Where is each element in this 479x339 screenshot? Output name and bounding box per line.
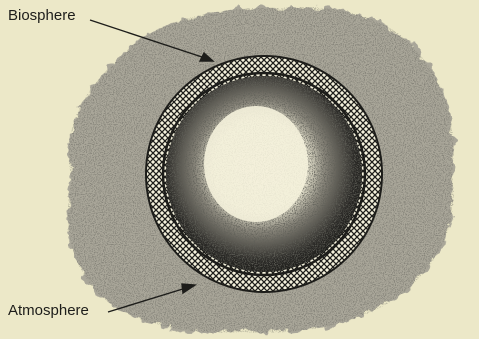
- atmosphere-label: Atmosphere: [8, 302, 89, 319]
- biosphere-label: Biosphere: [8, 7, 76, 24]
